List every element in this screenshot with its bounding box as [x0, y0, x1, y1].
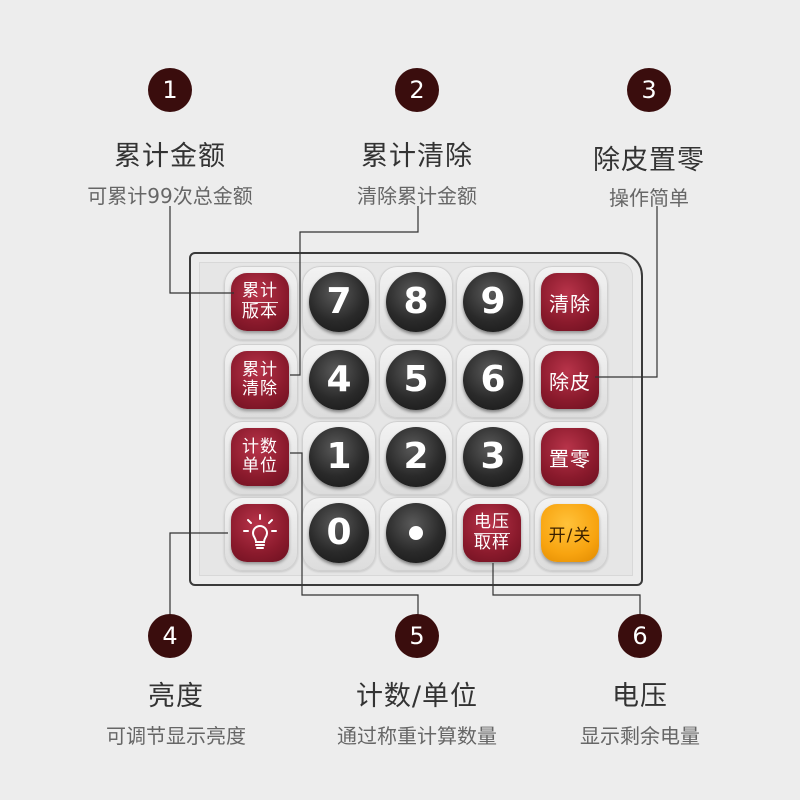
cumulative-clear-key-bottom: 清除 — [242, 379, 278, 399]
tare-key-label: 除皮 — [549, 369, 591, 394]
voltage-sample-key-top: 电压 — [474, 512, 510, 534]
key-1[interactable]: 1 — [309, 427, 369, 487]
decimal-point-key[interactable] — [386, 503, 446, 563]
callout-title-2: 累计清除 — [361, 141, 473, 172]
voltage-sample-key[interactable]: 电压 取样 — [463, 504, 521, 562]
count-unit-key-top: 计数 — [242, 437, 278, 457]
zero-key-label: 置零 — [549, 446, 591, 471]
key-8[interactable]: 8 — [386, 272, 446, 332]
tare-key[interactable]: 除皮 — [541, 351, 599, 409]
cumulative-version-key-bottom: 版本 — [242, 302, 278, 322]
keypad-panel: 累计 版本 7 8 9 清除 累计 清除 4 5 6 除皮 计数 单位 1 2 … — [189, 252, 643, 586]
callout-badge-2: 2 — [395, 68, 439, 112]
callout-desc-5: 通过称重计算数量 — [337, 724, 497, 748]
callout-title-1: 累计金额 — [114, 141, 226, 172]
callout-title-4: 亮度 — [148, 681, 204, 712]
key-5[interactable]: 5 — [386, 350, 446, 410]
callout-title-3: 除皮置零 — [593, 145, 705, 176]
light-bulb-icon — [243, 514, 277, 549]
count-unit-key[interactable]: 计数 单位 — [231, 428, 289, 486]
callout-desc-4: 可调节显示亮度 — [106, 724, 246, 748]
callout-badge-1: 1 — [148, 68, 192, 112]
power-key[interactable]: 开/关 — [541, 504, 599, 562]
clear-key-label: 清除 — [549, 291, 591, 316]
callout-title-6: 电压 — [612, 681, 668, 712]
cumulative-clear-key-top: 累计 — [242, 360, 278, 380]
callout-badge-5: 5 — [395, 614, 439, 658]
callout-badge-4: 4 — [148, 614, 192, 658]
cumulative-clear-key[interactable]: 累计 清除 — [231, 351, 289, 409]
key-0[interactable]: 0 — [309, 503, 369, 563]
key-7[interactable]: 7 — [309, 272, 369, 332]
cumulative-version-key-top: 累计 — [242, 281, 278, 303]
callout-badge-6: 6 — [618, 614, 662, 658]
decimal-dot-icon — [409, 526, 423, 540]
callout-desc-2: 清除累计金额 — [357, 184, 477, 208]
callout-desc-3: 操作简单 — [609, 186, 689, 210]
count-unit-key-bottom: 单位 — [242, 456, 278, 476]
key-6[interactable]: 6 — [463, 350, 523, 410]
callout-title-5: 计数/单位 — [355, 681, 479, 712]
callout-desc-6: 显示剩余电量 — [580, 724, 700, 748]
voltage-sample-key-bottom: 取样 — [474, 533, 510, 553]
key-9[interactable]: 9 — [463, 272, 523, 332]
cumulative-version-key[interactable]: 累计 版本 — [231, 273, 289, 331]
key-3[interactable]: 3 — [463, 427, 523, 487]
key-4[interactable]: 4 — [309, 350, 369, 410]
zero-key[interactable]: 置零 — [541, 428, 599, 486]
power-key-label: 开/关 — [548, 525, 592, 546]
callout-desc-1: 可累计99次总金额 — [87, 184, 253, 208]
callout-badge-3: 3 — [627, 68, 671, 112]
clear-key[interactable]: 清除 — [541, 273, 599, 331]
brightness-key[interactable] — [231, 504, 289, 562]
key-2[interactable]: 2 — [386, 427, 446, 487]
